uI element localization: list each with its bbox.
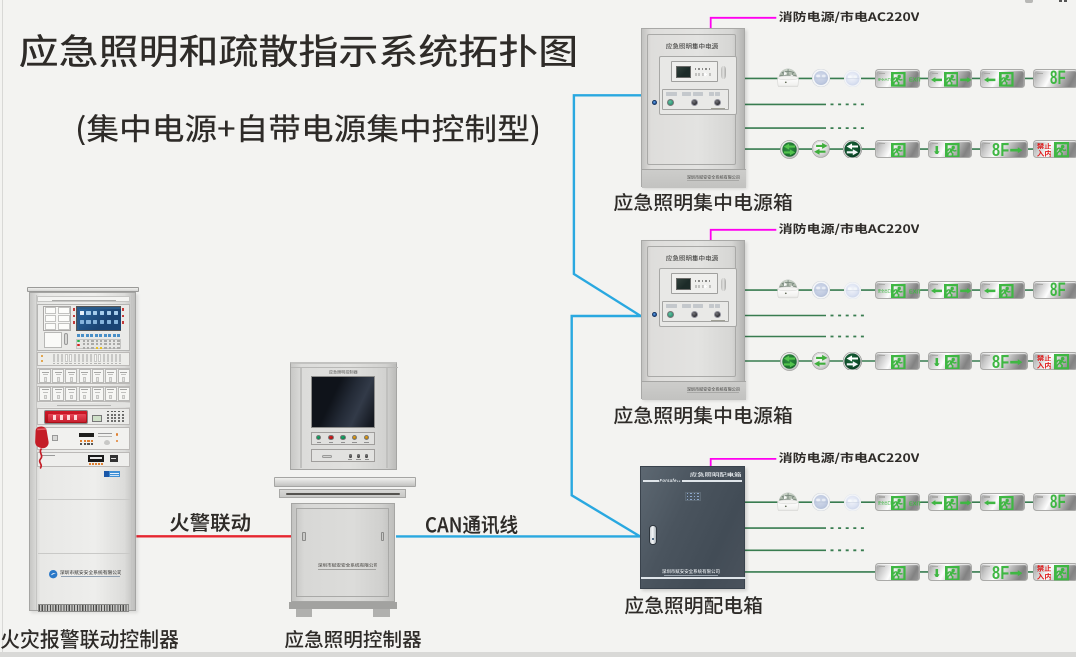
svg-text:EXIT: EXIT xyxy=(909,501,921,506)
svg-text:EXIT: EXIT xyxy=(909,289,921,294)
svg-text:EXIT: EXIT xyxy=(909,77,921,82)
